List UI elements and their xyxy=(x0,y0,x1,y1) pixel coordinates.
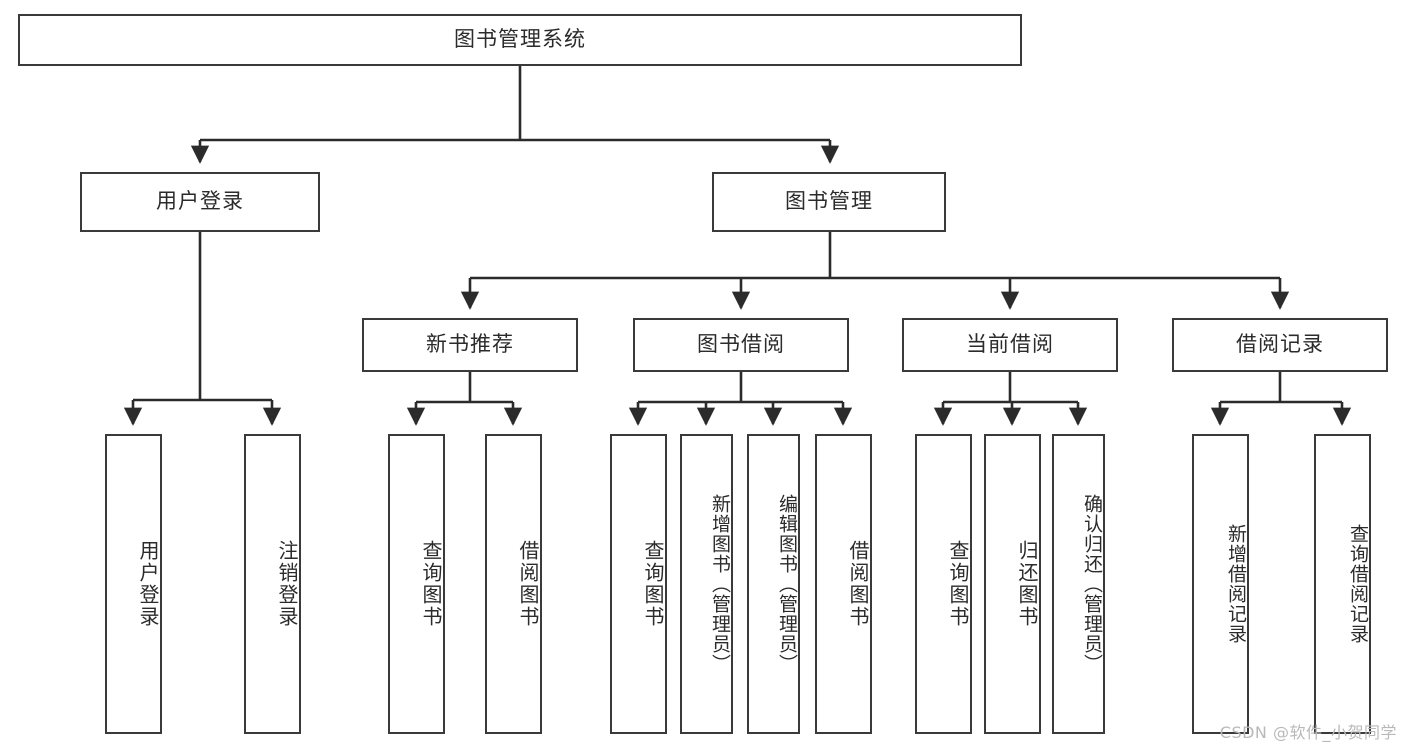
leaf-confirm-return-admin-label: 确认归还（管理员） xyxy=(1081,494,1103,674)
leaf-add-book-admin-label: 新增图书（管理员） xyxy=(709,494,731,674)
node-book-borrow[interactable]: 图书借阅 xyxy=(633,318,849,372)
leaf-query-book-borrow-label: 查询图书 xyxy=(641,540,665,628)
leaf-add-borrow-record-label: 新增借阅记录 xyxy=(1225,524,1247,644)
leaf-query-borrow-record[interactable]: 查询借阅记录 xyxy=(1314,434,1371,734)
node-book-management-label: 图书管理 xyxy=(785,189,873,214)
node-root[interactable]: 图书管理系统 xyxy=(18,14,1022,66)
leaf-query-book-recommend[interactable]: 查询图书 xyxy=(388,434,445,734)
node-book-management[interactable]: 图书管理 xyxy=(712,172,946,232)
leaf-user-logout[interactable]: 注销登录 xyxy=(244,434,301,734)
node-borrow-record[interactable]: 借阅记录 xyxy=(1172,318,1388,372)
leaf-query-book-current-label: 查询图书 xyxy=(946,540,970,628)
leaf-add-borrow-record[interactable]: 新增借阅记录 xyxy=(1192,434,1249,734)
leaf-add-book-admin[interactable]: 新增图书（管理员） xyxy=(680,434,733,734)
leaf-borrow-book-label: 借阅图书 xyxy=(846,540,870,628)
leaf-query-book-recommend-label: 查询图书 xyxy=(419,540,443,628)
node-user-login[interactable]: 用户登录 xyxy=(80,172,320,232)
node-current-borrow[interactable]: 当前借阅 xyxy=(902,318,1118,372)
leaf-borrow-book-recommend[interactable]: 借阅图书 xyxy=(485,434,542,734)
node-borrow-record-label: 借阅记录 xyxy=(1236,332,1324,357)
leaf-user-logout-label: 注销登录 xyxy=(275,540,299,628)
leaf-return-book-label: 归还图书 xyxy=(1015,540,1039,628)
node-new-book-recommend[interactable]: 新书推荐 xyxy=(362,318,578,372)
leaf-user-login[interactable]: 用户登录 xyxy=(105,434,162,734)
leaf-user-login-label: 用户登录 xyxy=(136,540,160,628)
node-root-label: 图书管理系统 xyxy=(454,27,586,52)
node-book-borrow-label: 图书借阅 xyxy=(697,332,785,357)
leaf-confirm-return-admin[interactable]: 确认归还（管理员） xyxy=(1052,434,1105,734)
node-user-login-label: 用户登录 xyxy=(156,189,244,214)
csdn-watermark: CSDN @软件_小贺同学 xyxy=(1219,723,1397,742)
leaf-query-book-borrow[interactable]: 查询图书 xyxy=(610,434,667,734)
leaf-borrow-book-recommend-label: 借阅图书 xyxy=(516,540,540,628)
leaf-edit-book-admin-label: 编辑图书（管理员） xyxy=(776,494,798,674)
leaf-query-borrow-record-label: 查询借阅记录 xyxy=(1347,524,1369,644)
leaf-return-book[interactable]: 归还图书 xyxy=(984,434,1041,734)
leaf-borrow-book[interactable]: 借阅图书 xyxy=(815,434,872,734)
leaf-edit-book-admin[interactable]: 编辑图书（管理员） xyxy=(747,434,800,734)
node-current-borrow-label: 当前借阅 xyxy=(966,332,1054,357)
node-new-book-recommend-label: 新书推荐 xyxy=(426,332,514,357)
leaf-query-book-current[interactable]: 查询图书 xyxy=(915,434,972,734)
